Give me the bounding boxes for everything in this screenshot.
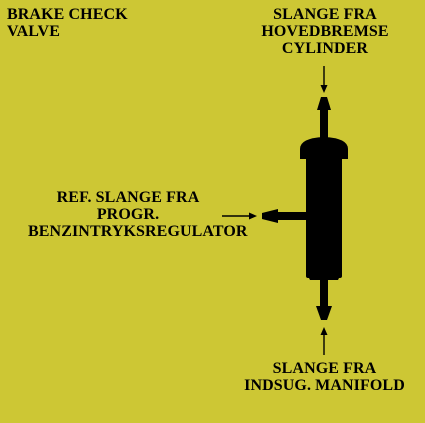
top-arrow-head <box>320 85 328 93</box>
bottom-arrow-head <box>320 327 328 335</box>
side-port-barb <box>262 209 278 223</box>
title-line: VALVE <box>7 23 60 40</box>
label-line: PROGR. <box>96 206 160 223</box>
valve-top-cap <box>300 137 348 159</box>
intake-manifold-hose-label: SLANGE FRA INDSUG. MANIFOLD <box>232 360 417 394</box>
label-line: CYLINDER <box>281 40 369 57</box>
label-line: BENZINTRYKSREGULATOR <box>28 223 248 240</box>
label-line: HOVEDBREMSE <box>261 23 389 40</box>
fuel-pressure-regulator-hose-label: REF. SLANGE FRA PROGR. BENZINTRYKSREGULA… <box>28 189 248 240</box>
label-line: REF. SLANGE FRA <box>56 189 200 206</box>
diagram-title: BRAKE CHECK VALVE <box>7 6 128 40</box>
bottom-nozzle-stem <box>320 278 328 308</box>
valve-bottom-flare <box>306 272 342 280</box>
left-arrow-head <box>249 212 257 220</box>
top-nozzle-stem <box>320 109 328 139</box>
side-port-stem <box>276 212 307 220</box>
title-line: BRAKE CHECK <box>7 6 128 23</box>
master-cylinder-hose-label: SLANGE FRA HOVEDBREMSE CYLINDER <box>245 6 405 57</box>
bottom-nozzle-barb <box>316 306 332 320</box>
valve-body <box>306 156 342 278</box>
label-line: SLANGE FRA <box>272 360 377 377</box>
label-line: SLANGE FRA <box>273 6 377 23</box>
top-nozzle-barb <box>317 97 331 110</box>
label-line: INDSUG. MANIFOLD <box>244 377 405 394</box>
